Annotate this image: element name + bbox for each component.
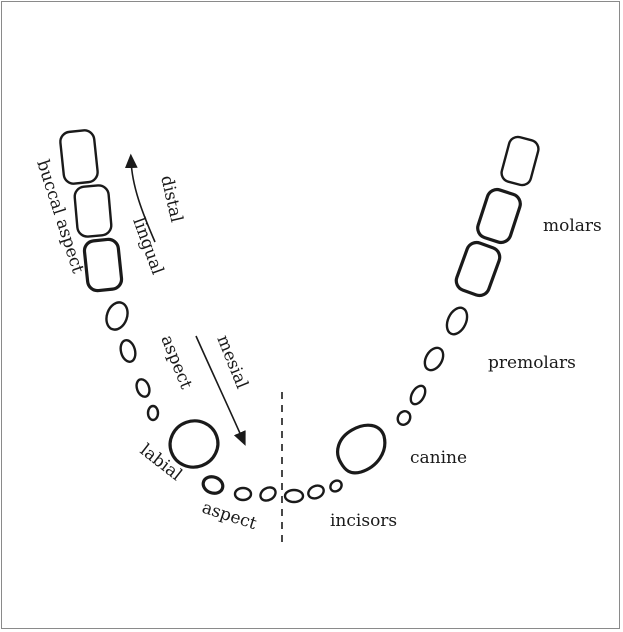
- incisor-right-1: [283, 488, 305, 504]
- mesial-arrow: [195, 335, 246, 446]
- left-premolar-2: [105, 301, 129, 331]
- incisor-right-3: [329, 479, 343, 493]
- left-premolar-1: [119, 339, 137, 363]
- right-molar-1: [454, 240, 502, 298]
- right-premolar-2: [423, 346, 445, 372]
- label-mesial: mesial: [212, 332, 251, 391]
- left-large-tooth: [168, 419, 220, 469]
- left-molar-2: [73, 184, 113, 238]
- label-canine: canine: [410, 448, 467, 468]
- incisor-left-1: [259, 486, 277, 502]
- left-molar-3: [59, 129, 99, 185]
- left-molar-1: [82, 237, 124, 293]
- right-premolar-small: [396, 410, 412, 426]
- left-canine: [135, 378, 151, 398]
- right-molar-3: [500, 135, 540, 187]
- label-molars: molars: [543, 216, 602, 236]
- label-aspect-upper: aspect: [156, 332, 196, 392]
- right-premolar-1: [409, 384, 427, 406]
- left-tooth-small: [146, 404, 160, 422]
- label-incisors: incisors: [330, 511, 397, 531]
- distal-arrow: [124, 153, 156, 243]
- incisor-left-3: [201, 475, 225, 495]
- right-canine: [336, 423, 387, 475]
- incisor-left-2: [233, 486, 253, 502]
- incisor-right-2: [307, 484, 325, 500]
- label-distal: distal: [156, 174, 186, 225]
- label-lingual: lingual: [128, 215, 167, 278]
- label-aspect-lower: aspect: [199, 498, 259, 534]
- label-premolars: premolars: [488, 353, 576, 373]
- right-molar-2: [476, 187, 522, 245]
- right-premolar-3: [445, 306, 469, 336]
